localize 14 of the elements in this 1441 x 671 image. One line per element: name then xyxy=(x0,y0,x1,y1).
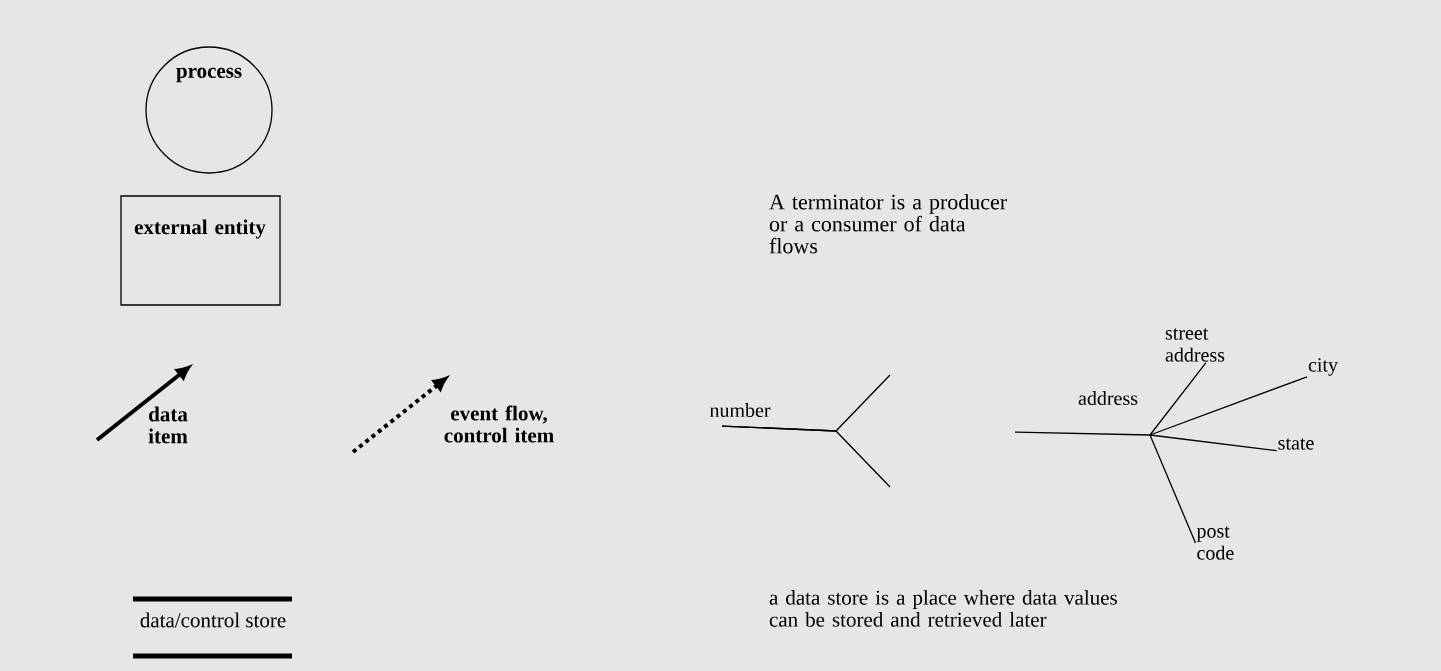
branch-line xyxy=(1149,362,1207,436)
note-text: a data store is a place where data values can be stored and retrieved later xyxy=(769,590,1117,627)
symbol-label: event flow, control item xyxy=(444,405,554,443)
branch-line xyxy=(1149,376,1308,436)
field-label: post code xyxy=(1196,526,1234,560)
field-label: state xyxy=(1278,438,1314,450)
field-label: address xyxy=(1078,390,1138,406)
field-label: number xyxy=(709,402,771,418)
field-label: street address xyxy=(1165,328,1225,362)
note-text: A terminator is a producer or a consumer of data flows xyxy=(769,194,1007,254)
branch-line xyxy=(1149,434,1197,544)
entity-box: external entity xyxy=(120,195,281,306)
branch-line xyxy=(1149,434,1278,452)
field-label: city xyxy=(1308,358,1338,376)
